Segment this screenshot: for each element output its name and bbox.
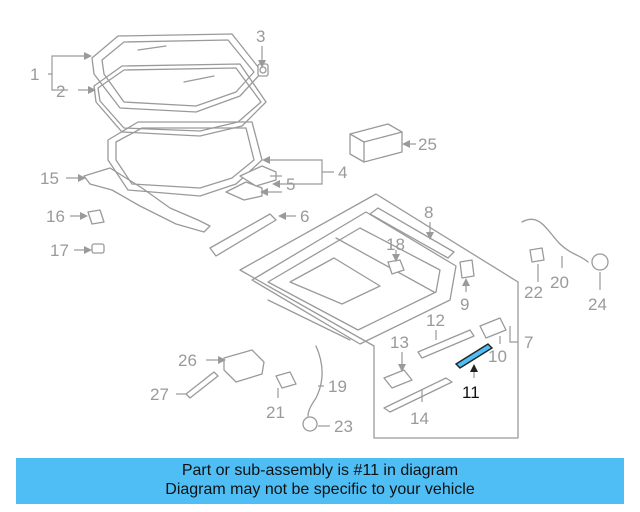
control-module-part-25 [349, 123, 403, 163]
callout-13: 13 [390, 333, 409, 352]
roof-housing-box [239, 193, 519, 439]
rail-part-6 [209, 213, 277, 257]
callout-19: 19 [328, 377, 347, 396]
bracket-part-9 [459, 259, 475, 279]
callout-7: 7 [524, 333, 533, 352]
callout-25: 25 [418, 135, 437, 154]
callout-3: 3 [256, 27, 265, 46]
highlighted-part-11 [454, 343, 494, 369]
bracket-part-10 [479, 317, 507, 339]
callout-5: 5 [286, 175, 295, 194]
part-info-banner: Part or sub-assembly is #11 in diagram D… [16, 458, 624, 504]
guide-part-12 [417, 329, 475, 359]
callout-6: 6 [300, 207, 309, 226]
grommet-part-24 [591, 253, 609, 271]
sunroof-glass-assembly [91, 33, 269, 197]
callout-15: 15 [40, 169, 59, 188]
callout-4: 4 [338, 163, 347, 182]
banner-line-part: Part or sub-assembly is #11 in diagram [181, 462, 459, 479]
banner-line-disclaimer: Diagram may not be specific to your vehi… [165, 481, 475, 498]
callout-21: 21 [266, 403, 285, 422]
clip-part-22 [529, 247, 545, 263]
callout-8: 8 [424, 203, 433, 222]
callout-24: 24 [588, 295, 607, 314]
motor-part-26 [223, 349, 265, 383]
hose-part-20 [521, 218, 589, 263]
callout-16: 16 [46, 207, 65, 226]
callout-22: 22 [524, 283, 543, 302]
rail-part-8 [369, 207, 455, 259]
motor-part-13 [383, 369, 413, 389]
pad-part-16 [87, 209, 105, 225]
callout-11: 11 [462, 383, 480, 402]
grommet-part-23 [302, 416, 318, 432]
cable-part-14 [383, 377, 453, 413]
callout-17: 17 [50, 241, 69, 260]
hose-part-19 [307, 345, 323, 417]
callout-1: 1 [30, 65, 39, 84]
callout-10: 10 [488, 347, 507, 366]
bracket-part-18 [387, 259, 405, 275]
callout-20: 20 [550, 273, 569, 292]
callout-9: 9 [460, 295, 469, 314]
callout-14: 14 [410, 409, 429, 428]
clip-part-21 [275, 371, 297, 389]
callout-27: 27 [150, 385, 169, 404]
callout-12: 12 [426, 311, 445, 330]
wind-deflector [83, 167, 211, 233]
callout-18: 18 [386, 235, 405, 254]
callout-26: 26 [178, 351, 197, 370]
drain-part-27 [185, 371, 219, 399]
leader-lines [48, 46, 601, 427]
callout-labels: 1 2 3 4 5 6 7 8 9 10 11 12 13 14 15 16 1… [30, 27, 607, 436]
callout-23: 23 [334, 417, 353, 436]
clip-part-17 [91, 243, 105, 254]
callout-2: 2 [56, 82, 65, 101]
